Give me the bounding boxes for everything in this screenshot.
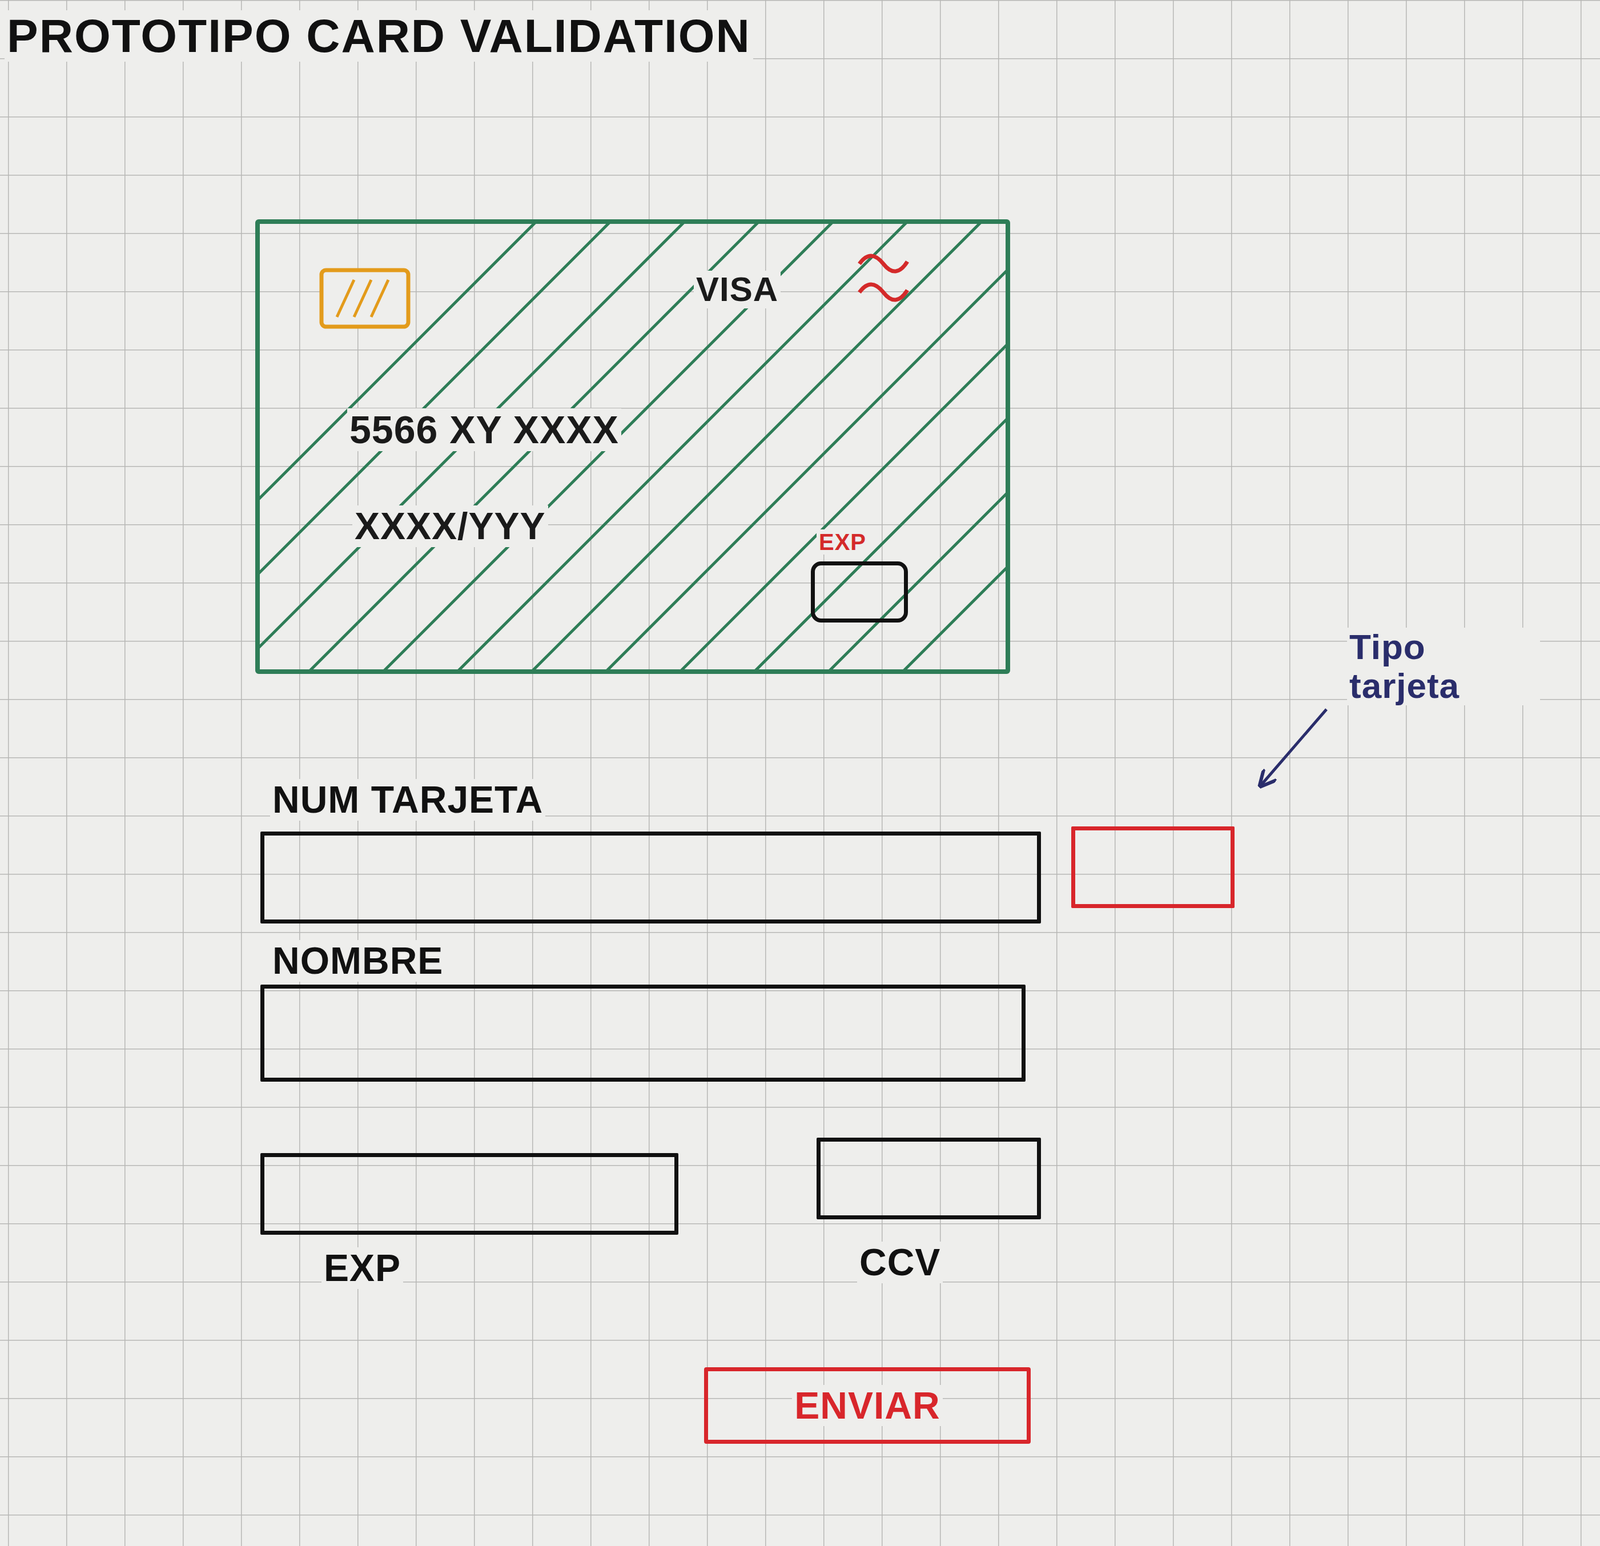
card-text: 5566 XY XXXX bbox=[347, 408, 622, 452]
card-chip bbox=[321, 270, 409, 327]
hatch-line bbox=[826, 221, 1008, 672]
hatch-line bbox=[677, 221, 1008, 672]
input-field: NOMBRE bbox=[260, 984, 1026, 1082]
card-cvv-box: EXP bbox=[810, 561, 908, 623]
field-label: Tipo tarjeta bbox=[1347, 627, 1541, 706]
page-title: PROTOTIPO CARD VALIDATION bbox=[4, 10, 754, 62]
field-label: NOMBRE bbox=[270, 939, 446, 982]
button-label: ENVIAR bbox=[792, 1384, 943, 1427]
chip-marks bbox=[336, 279, 389, 317]
credit-card: EXP VISA 5566 XY XXXX XXXX/YYY bbox=[255, 219, 1011, 674]
field-label: CCV bbox=[857, 1241, 943, 1284]
hatch-line bbox=[900, 221, 1008, 672]
leader-arrow bbox=[1261, 709, 1327, 785]
chip-outline bbox=[321, 270, 409, 327]
input-field: CCV bbox=[816, 1137, 1041, 1220]
hatch-line bbox=[257, 221, 690, 672]
field-label: VISA bbox=[693, 270, 781, 309]
input-field: NUM TARJETA bbox=[260, 831, 1041, 924]
submit-button: ENVIAR bbox=[704, 1367, 1031, 1444]
card-text: XXXX/YYY bbox=[352, 505, 549, 548]
field-label: EXP bbox=[321, 1247, 404, 1289]
input-field: EXP bbox=[260, 1152, 679, 1235]
hatch-line bbox=[603, 221, 1008, 672]
card-hatching bbox=[257, 221, 1008, 672]
field-label: EXP bbox=[816, 529, 869, 555]
card-type-box: Tipo tarjeta bbox=[1071, 826, 1235, 908]
field-label: NUM TARJETA bbox=[270, 778, 546, 821]
card-logo-squiggle bbox=[859, 255, 908, 300]
